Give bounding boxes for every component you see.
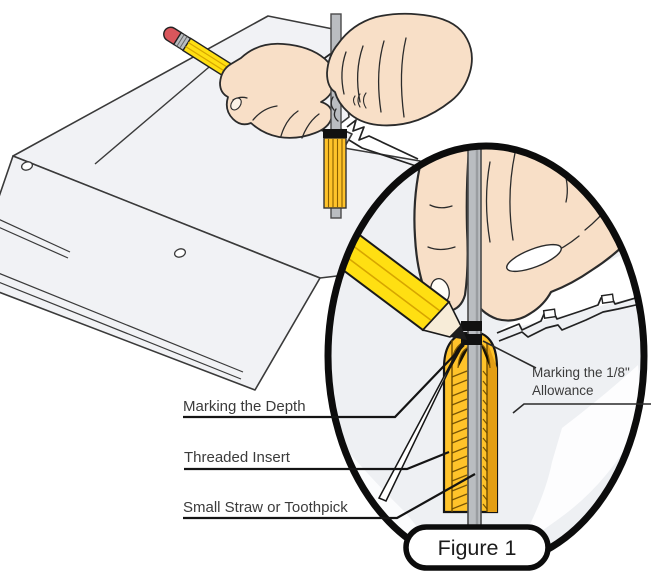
leader-marking-depth	[183, 344, 465, 419]
allowance-underline	[512, 403, 651, 414]
mag-break-notch	[542, 308, 557, 319]
finger-crease	[356, 45, 364, 103]
knuckle-marks	[352, 92, 367, 109]
panel-side-groove	[0, 273, 244, 373]
mag-insert-right-wall	[487, 341, 497, 512]
panel-screw-hole	[173, 248, 187, 258]
threaded-insert-body	[323, 137, 347, 209]
toothpick-rod	[330, 13, 342, 219]
figure-caption-pill	[403, 524, 551, 571]
mag-break-notch	[600, 293, 615, 304]
panel-side-groove	[0, 219, 71, 253]
hand-holding-pencil	[219, 42, 336, 139]
fingernail	[230, 97, 242, 111]
insert-thread-stripes	[327, 139, 343, 207]
label-small-straw: Small Straw or Toothpick	[183, 499, 348, 516]
finger-crease	[252, 105, 278, 121]
mag-highlight	[518, 365, 642, 548]
pencil-eraser	[163, 26, 183, 46]
hand-holding-pencil-outline	[219, 42, 336, 139]
panel-break-line	[346, 119, 419, 160]
mag-break-line	[498, 301, 644, 342]
mag-depth-mark	[461, 321, 482, 331]
leader-small-straw	[183, 473, 476, 520]
figure-caption: Figure 1	[438, 536, 517, 560]
panel-top-groove	[94, 61, 216, 165]
mag-toothpick-rod	[467, 146, 482, 558]
finger-crease	[341, 51, 347, 95]
mag-pointer-wedge	[377, 340, 464, 502]
leader-allowance	[482, 340, 537, 369]
mag-finger-crease	[509, 152, 516, 241]
workpiece-panel	[0, 15, 457, 391]
panel-screw-hole	[20, 161, 34, 171]
label-allowance-line1: Marking the 1/8"	[532, 365, 630, 380]
mag-depth-mark	[461, 334, 482, 345]
panel-break-line	[348, 139, 417, 167]
finger-crease	[400, 37, 407, 118]
mag-thumb-crease	[427, 246, 456, 251]
pencil-ferrule-ridges	[176, 34, 188, 49]
hand-gripping-rod-outline	[326, 12, 473, 127]
mag-pencil-graphite-tip	[450, 326, 467, 340]
depth-mark-collar	[323, 129, 347, 138]
mag-finger-crease	[485, 161, 491, 243]
finger-crease	[280, 110, 299, 137]
label-allowance-line2: Allowance	[532, 383, 594, 398]
mag-threaded-insert	[442, 331, 499, 514]
leader-threaded-insert	[184, 450, 450, 471]
straw-and-insert-main	[323, 13, 347, 219]
finger-crease	[301, 113, 320, 139]
panel-side-groove	[0, 281, 242, 380]
panel-side-groove	[0, 227, 69, 259]
hand-gripping-rod	[326, 12, 473, 127]
panel-side-face	[0, 155, 321, 391]
mag-thumb-crease	[429, 204, 453, 209]
mag-insert-threads	[451, 370, 488, 510]
label-threaded-insert: Threaded Insert	[184, 449, 291, 466]
label-marking-depth: Marking the Depth	[183, 398, 306, 415]
fingertip-pads	[330, 96, 339, 122]
mag-fingernail	[506, 243, 562, 273]
finger-crease	[377, 40, 385, 113]
